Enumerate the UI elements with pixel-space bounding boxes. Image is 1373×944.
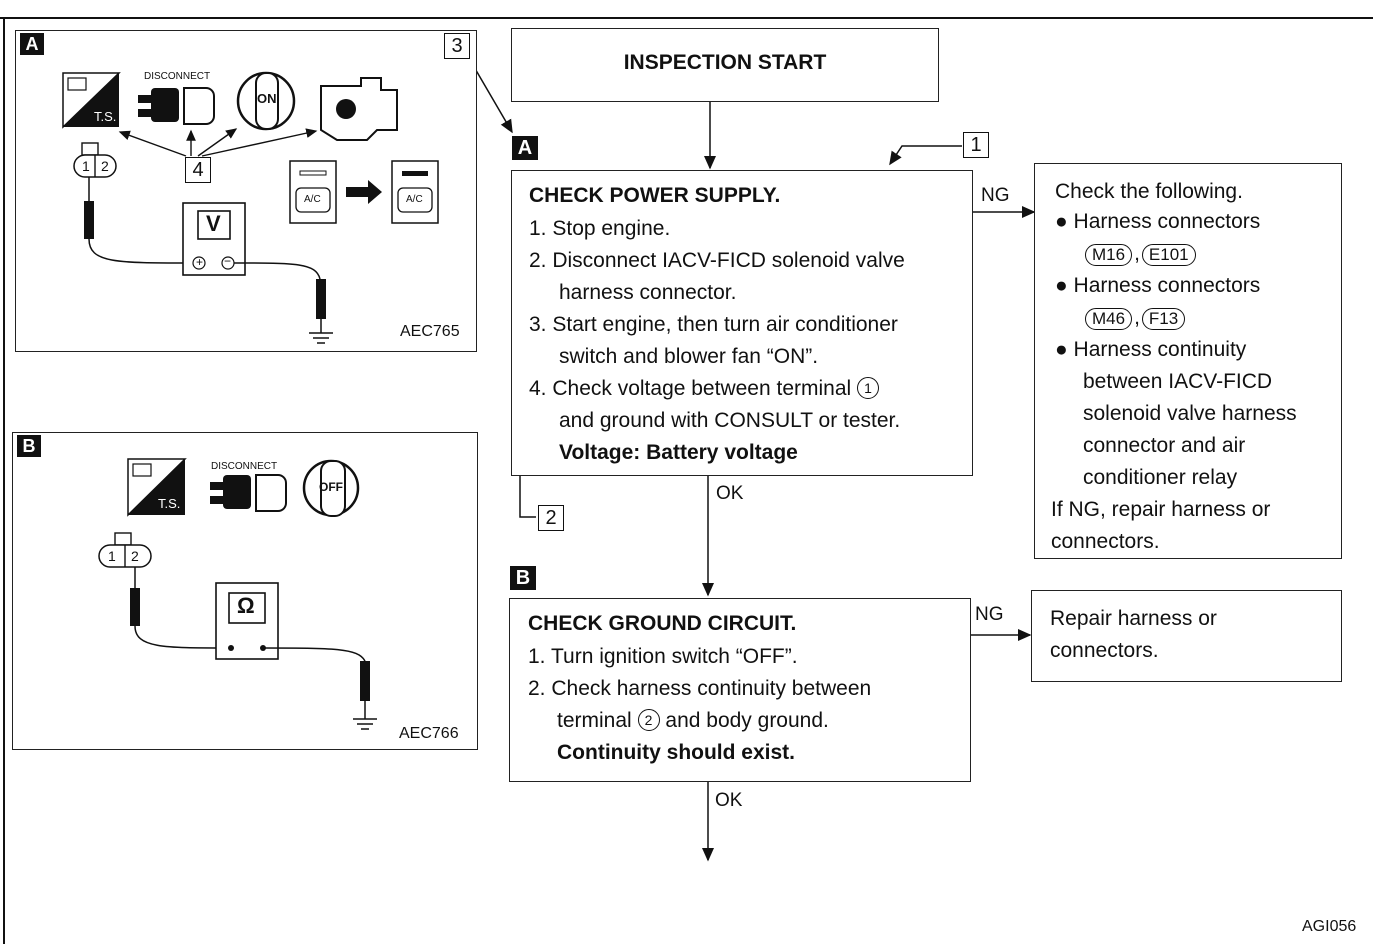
flow-ng-a: NG (981, 185, 1010, 206)
terminal-2-circle: 2 (637, 709, 660, 731)
illustration-a-drawing (62, 71, 439, 344)
step-a-item-1: 1. Stop engine. (529, 217, 671, 240)
illustration-b-drawing (98, 458, 377, 730)
ng-b-line-2: connectors. (1050, 639, 1159, 662)
ng-a-bullet-3-text: Harness continuity (1073, 338, 1247, 361)
ng-a-bullet-3: ● Harness continuity (1055, 338, 1247, 361)
step-a-item-2b: harness connector. (559, 281, 737, 304)
flow-ng-b: NG (975, 604, 1004, 625)
meter-plus: + (196, 255, 204, 269)
connector-code: M46 (1085, 308, 1133, 330)
ng-b-line-1: Repair harness or (1050, 607, 1217, 630)
ng-a-bullet-3-line: connector and air (1083, 434, 1246, 457)
on-label: ON (257, 91, 277, 106)
ac-label-after: A/C (406, 194, 423, 205)
step-b-item-2b-post: and body ground. (665, 709, 829, 732)
step-a-title: CHECK POWER SUPPLY. (529, 184, 781, 207)
ng-a-bullet-2-codes: M46,F13 (1083, 302, 1187, 334)
illustration-a-id: AEC765 (400, 323, 460, 340)
ng-a-bullet-1-codes: M16,E101 (1083, 238, 1198, 270)
inspection-start-label: INSPECTION START (623, 51, 827, 74)
step-a-item-3a: 3. Start engine, then turn air condition… (529, 313, 898, 336)
step-a-item-3b: switch and blower fan “ON”. (559, 345, 819, 368)
terminal-1-circle: 1 (857, 377, 880, 399)
step-a-item-2a: 2. Disconnect IACV-FICD solenoid valve (529, 249, 905, 272)
flow-ok-b: OK (715, 790, 743, 811)
step-a-ng-box: Check the following. ● Harness connector… (1034, 163, 1342, 559)
ng-a-intro: Check the following. (1055, 180, 1243, 203)
disconnect-label: DISCONNECT (144, 71, 211, 82)
inspection-start-box: INSPECTION START (511, 28, 939, 102)
connector-code: E101 (1141, 244, 1196, 266)
ng-a-bullet-3-line: solenoid valve harness (1083, 402, 1297, 425)
pin-1-label: 1 (82, 158, 90, 174)
ac-label-before: A/C (304, 194, 321, 205)
ng-a-tail-1: If NG, repair harness or (1051, 498, 1271, 521)
connector-code: F13 (1141, 308, 1186, 330)
voltmeter-symbol: V (206, 211, 221, 236)
connector-code: M16 (1085, 244, 1133, 266)
illustration-a-tag: A (20, 33, 44, 55)
ng-a-bullet-3-line: between IACV-FICD (1083, 370, 1273, 393)
step-b-item-2b-pre: terminal (557, 709, 632, 732)
step-a-tag: A (512, 136, 538, 160)
ng-a-bullet-1-text: Harness connectors (1073, 210, 1261, 233)
disconnect-label-b: DISCONNECT (211, 461, 278, 472)
step-b-tag: B (510, 566, 536, 590)
flow-ok-a: OK (716, 483, 744, 504)
step-b-box: CHECK GROUND CIRCUIT. 1. Turn ignition s… (509, 598, 971, 782)
figure-id: AGI056 (1302, 918, 1357, 935)
step-b-title: CHECK GROUND CIRCUIT. (528, 612, 797, 635)
step-b-item-2b: terminal 2 and body ground. (557, 705, 829, 737)
step-a-item-4a: 4. Check voltage between terminal 1 (529, 373, 880, 405)
illustration-b-id: AEC766 (399, 725, 459, 742)
ts-label: T.S. (94, 109, 117, 124)
step-b-item-1: 1. Turn ignition switch “OFF”. (528, 645, 798, 668)
ng-a-bullet-3-line: conditioner relay (1083, 466, 1238, 489)
step-b-ng-box: Repair harness or connectors. (1031, 590, 1342, 682)
callout-2: 2 (538, 505, 564, 531)
ng-a-tail-2: connectors. (1051, 530, 1160, 553)
off-label: OFF (319, 480, 343, 494)
callout-1: 1 (963, 132, 989, 158)
meter-minus: − (224, 254, 232, 268)
pin-1-label-b: 1 (108, 548, 116, 564)
callout-3: 3 (444, 33, 470, 59)
ng-a-bullet-2-text: Harness connectors (1073, 274, 1261, 297)
step-a-box: CHECK POWER SUPPLY. 1. Stop engine. 2. D… (511, 170, 973, 476)
illustration-b-panel: B DISCONNECT T.S. OFF Ω 1 2 AEC766 (12, 432, 478, 750)
illustration-b-tag: B (17, 435, 41, 457)
ng-a-bullet-2: ● Harness connectors (1055, 274, 1261, 297)
ts-label-b: T.S. (158, 496, 181, 511)
step-a-item-4b: and ground with CONSULT or tester. (559, 409, 901, 432)
illustration-a-panel: A DISCONNECT T.S. ON A/C A/C V + − 1 2 4… (15, 30, 477, 352)
pin-2-label: 2 (101, 158, 109, 174)
step-a-item-4a-text: 4. Check voltage between terminal (529, 377, 852, 400)
ohmmeter-symbol: Ω (237, 593, 255, 618)
step-b-spec: Continuity should exist. (557, 741, 796, 764)
step-b-item-2a: 2. Check harness continuity between (528, 677, 872, 700)
callout-4: 4 (185, 157, 211, 183)
pin-2-label-b: 2 (131, 548, 139, 564)
ng-a-bullet-1: ● Harness connectors (1055, 210, 1261, 233)
step-a-spec: Voltage: Battery voltage (559, 441, 798, 464)
